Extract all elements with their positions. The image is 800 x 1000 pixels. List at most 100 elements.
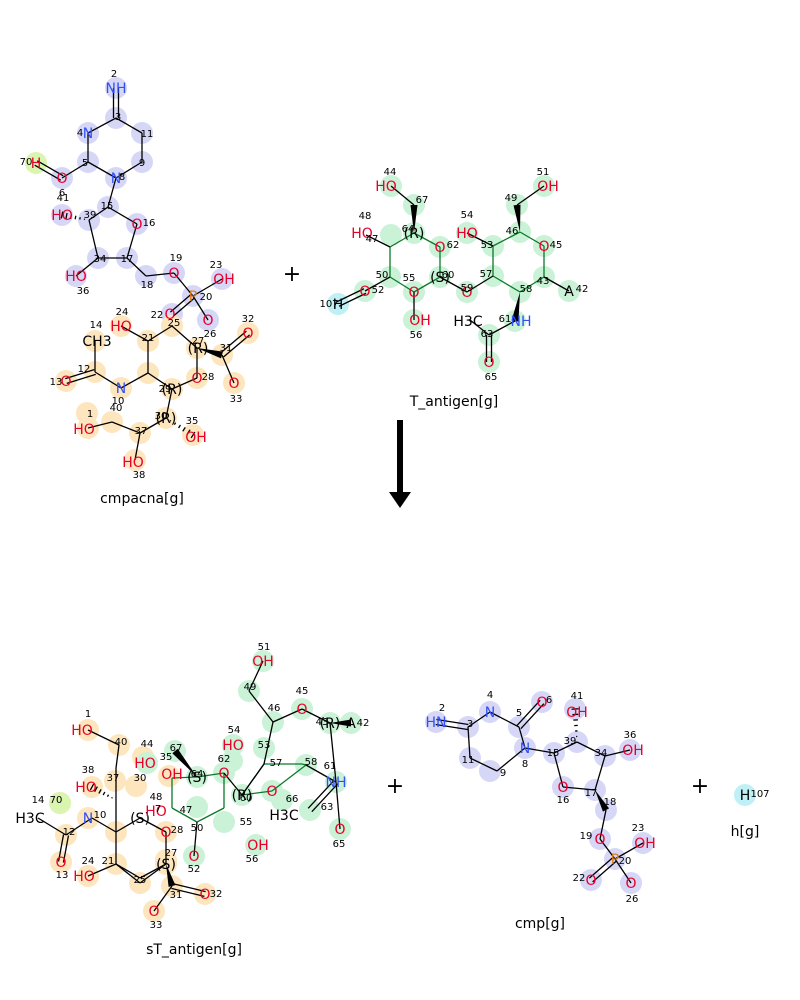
atom-index: 11 [462,755,475,766]
atom-index: 70 [50,795,63,806]
atom-highlights [25,77,756,922]
bond [190,431,196,439]
bond [576,741,606,757]
atom-index: 67 [416,195,429,206]
atom-index: 56 [246,854,259,865]
atom-symbol: O [483,355,494,371]
bond [165,388,173,419]
atom-index: 70 [20,157,33,168]
bond [94,786,98,793]
atom-symbol: H [333,297,344,313]
atom-symbol: HN [426,715,447,731]
caption-h: h[g] [731,824,760,840]
atom-index: 12 [63,827,76,838]
atom-highlight [734,784,756,806]
bond [61,161,89,179]
bond [263,721,274,765]
atom-index: 67 [170,743,183,754]
bond [489,711,520,728]
atom-symbol: (S) [187,770,207,786]
bond [553,752,564,788]
bond [466,232,494,247]
bond [223,772,243,796]
atom-highlight [186,796,208,818]
bond [219,330,247,354]
atom-index: 24 [82,856,95,867]
atom-symbol: P [189,289,197,305]
atom-symbol: A [346,716,356,732]
atom-index: 58 [305,757,318,768]
atom-symbol: O [60,374,71,390]
atom-highlight [104,770,126,792]
atom-index: 42 [576,284,589,295]
bond [524,747,555,754]
atom-index: 107 [750,789,769,800]
atom-symbol: (S) [156,857,176,873]
atom-index: 6 [59,188,65,199]
atom-symbol: HO [65,269,87,285]
atom-symbol: (R) [404,226,425,242]
bond [147,372,173,390]
bond [192,295,209,321]
atom-index: 16 [557,795,570,806]
atom-index: 42 [357,718,370,729]
atom-index: 55 [240,817,253,828]
bond [594,755,606,791]
atom-index: 40 [110,403,123,414]
atom-symbol: OH [537,179,559,195]
bond [111,797,113,799]
bond [171,776,198,779]
atom-symbol: O [56,171,67,187]
atom-index: 36 [77,286,90,297]
atom-symbol: N [116,381,126,397]
atom-index: 48 [150,792,163,803]
atom-index: 16 [143,218,156,229]
atom-index: 61 [499,314,512,325]
atom-highlight [425,711,447,733]
atom-index: 39 [84,210,97,221]
atom-index: 15 [101,201,114,212]
atom-highlight [105,77,127,99]
atom-symbol: O [191,371,202,387]
atom-index: 50 [376,270,389,281]
atom-index: 3 [115,112,121,123]
atom-index: 47 [366,234,379,245]
atom-index: 5 [82,158,88,169]
atom-highlight [245,834,267,856]
bond [562,786,596,791]
atom-index: 45 [296,686,309,697]
atom-symbol: OH [634,836,656,852]
bond [88,219,99,259]
atom-index: 60 [240,793,253,804]
atom-symbol: O [408,285,419,301]
atom-highlight [125,775,147,797]
atom-symbol: NH [326,775,347,791]
atom-symbol: H [31,156,42,172]
atom-highlight [50,851,72,873]
atom-index: 22 [573,873,586,884]
atom-index: 7 [155,804,161,815]
bond [271,764,307,792]
bond [115,863,141,884]
atom-symbol: O [228,376,239,392]
atom-index: 43 [316,717,329,728]
bond [62,835,70,863]
atom-symbol: O [242,326,253,342]
atom-index: 37 [135,426,148,437]
atom-index: 18 [141,280,154,291]
atom-index: 43 [537,276,550,287]
atom-index: 53 [258,740,271,751]
atom-index: 1 [85,709,91,720]
atom-symbol: N [83,126,93,142]
atom-symbol: O [188,849,199,865]
atom-index: 64 [402,224,415,235]
bond [329,722,337,783]
atom-index: 21 [102,856,115,867]
bond [196,772,225,778]
atom-symbol: (S) [430,270,450,286]
bond [192,278,223,297]
bond [467,726,471,759]
atom-index: 28 [171,825,184,836]
atom-symbol: HO [456,226,478,242]
